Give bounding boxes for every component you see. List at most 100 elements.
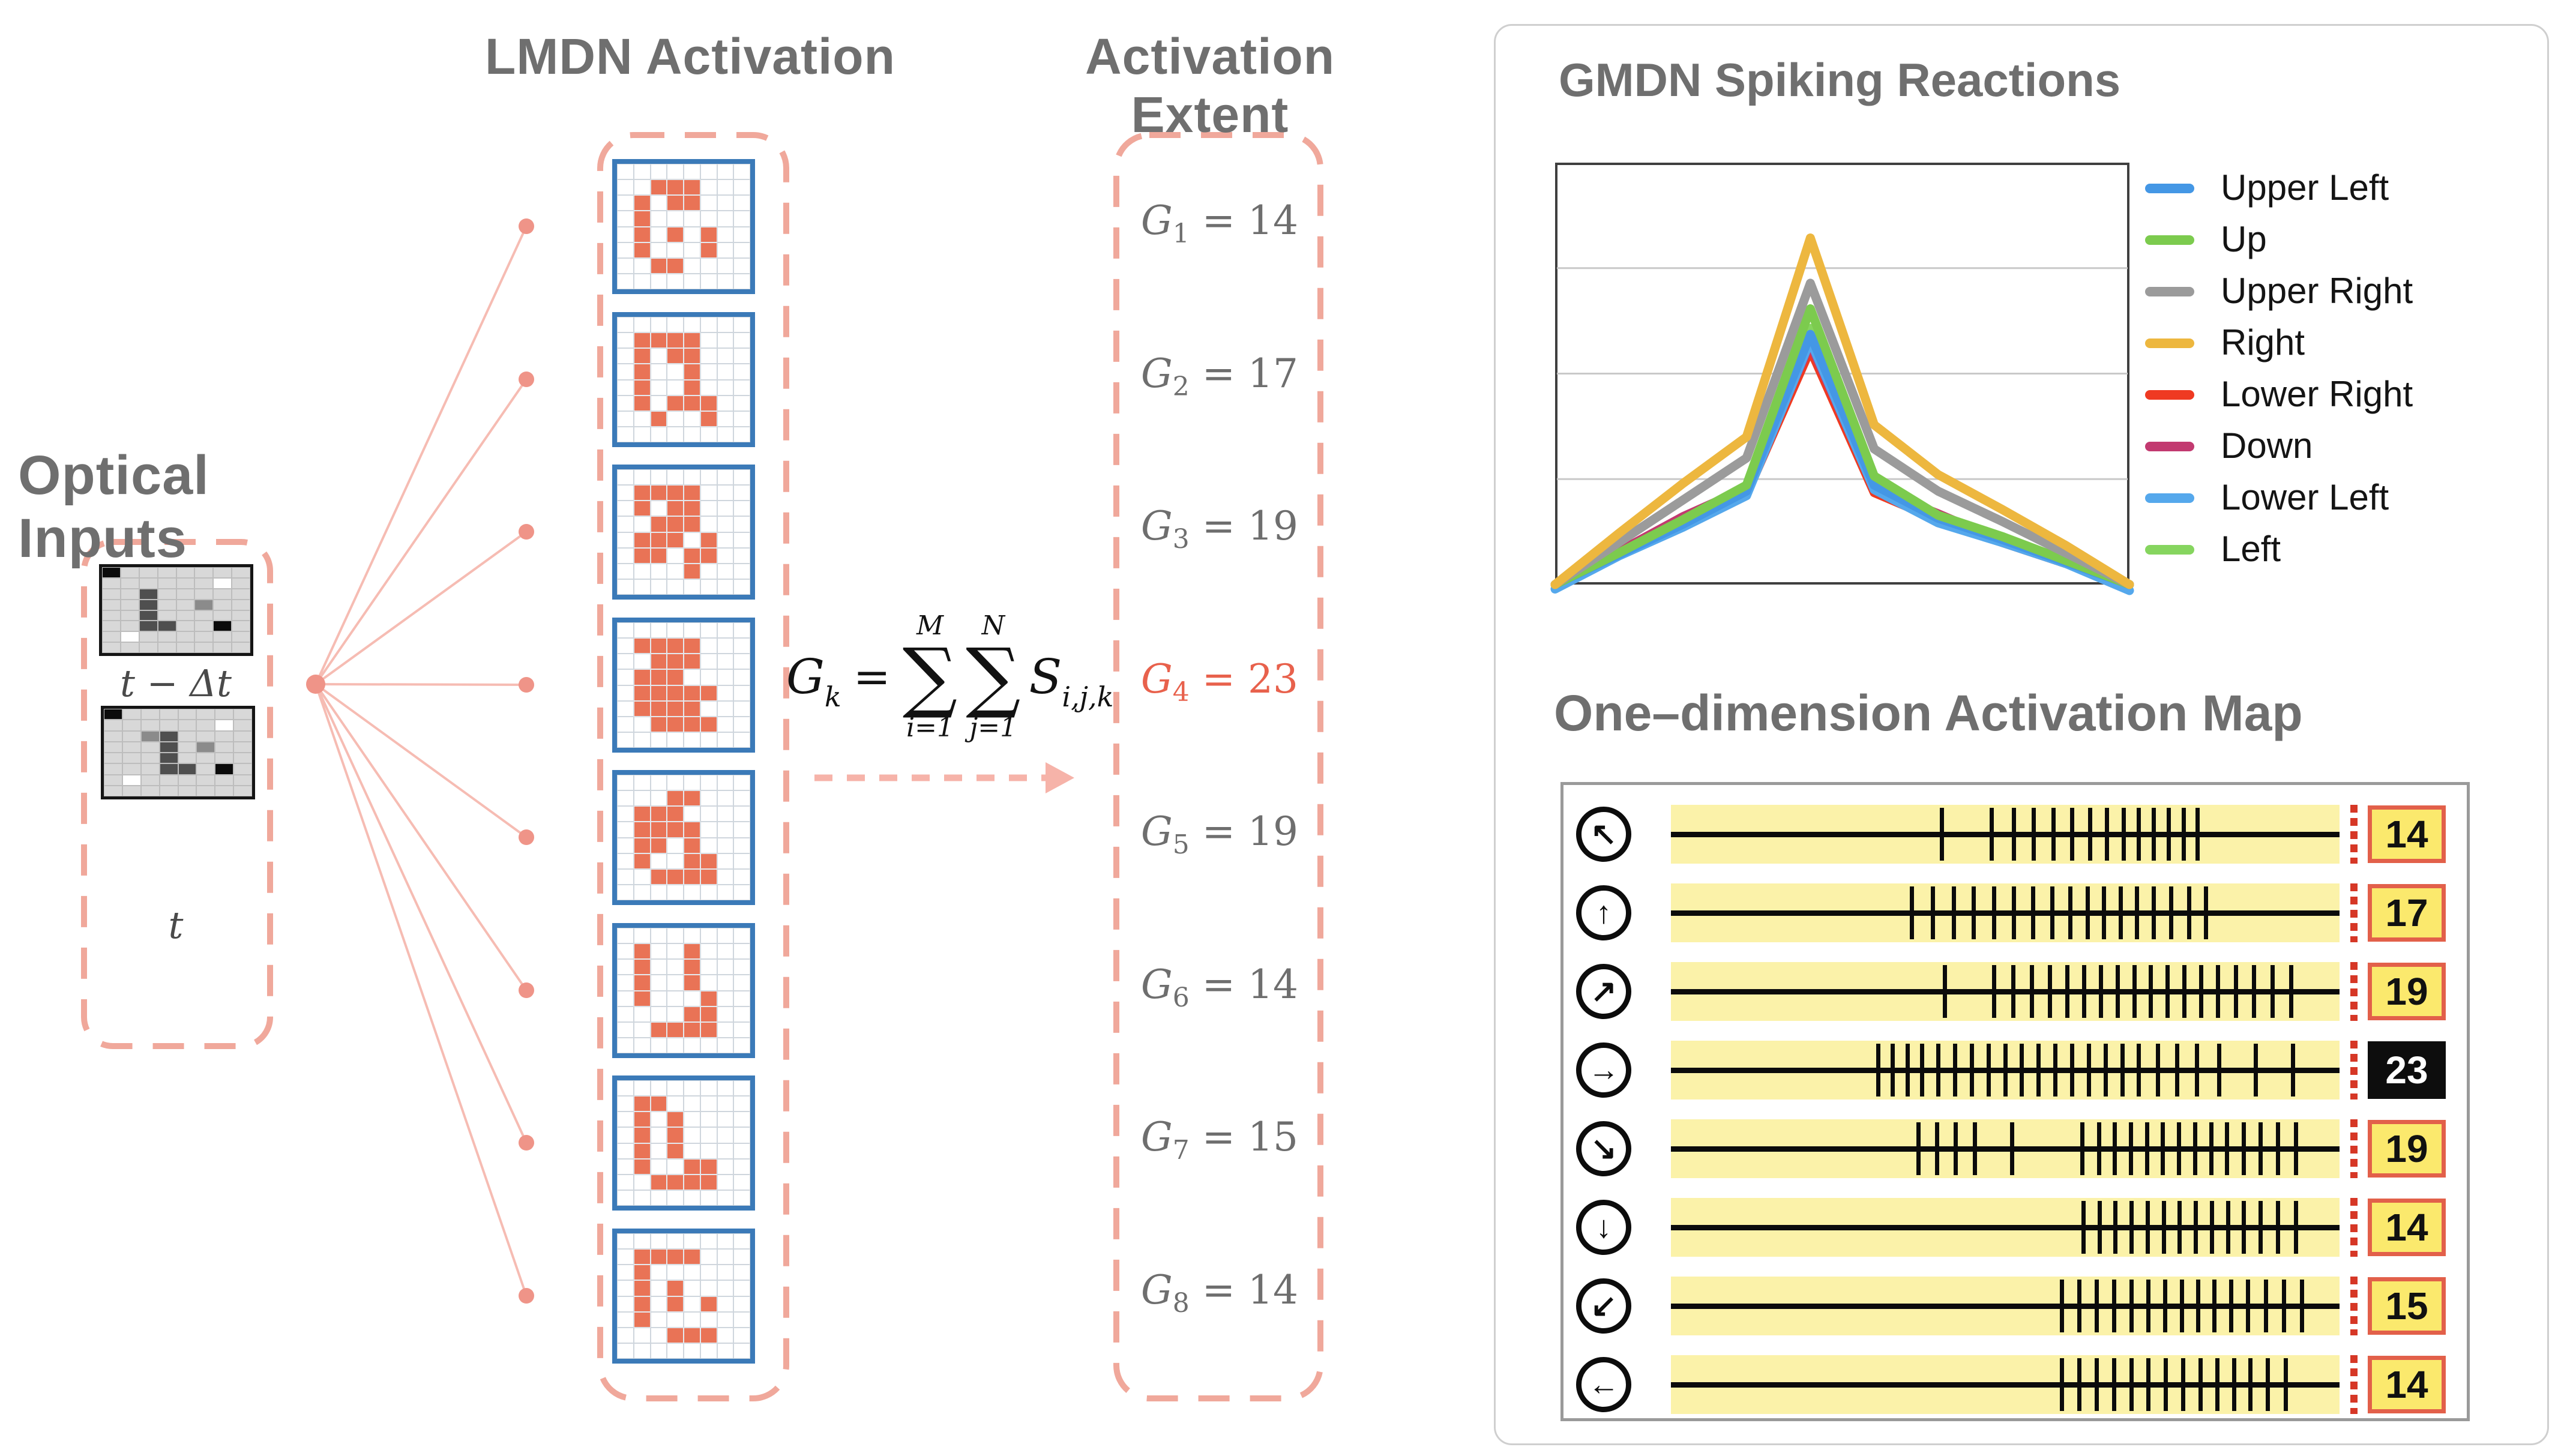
grid-cell [667,654,684,670]
grid-cell [700,1249,717,1265]
red-dash-separator [2350,1355,2358,1414]
grid-cell [700,179,717,196]
spike-tick [1969,1044,1974,1097]
grid-cell [617,579,634,595]
grid-cell [178,753,197,764]
chart-line-right [1550,233,2134,589]
grid-cell [733,716,750,732]
grid-cell [650,716,667,732]
direction-icon-right: → [1576,1042,1631,1098]
grid-cell [633,638,651,654]
grid-cell [617,1280,634,1296]
grid-cell [650,1343,667,1359]
grid-cell [650,822,667,838]
grid-cell [700,395,717,411]
grid-cell [633,332,651,349]
spike-band-right [1671,1041,2340,1100]
spike-tick [2036,1044,2041,1097]
spike-tick [2182,965,2187,1018]
grid-cell [700,853,717,869]
grid-cell [617,1174,634,1190]
legend-swatch-upper-right [2145,287,2194,296]
band-centerline [1671,1146,2340,1152]
grid-cell [717,379,734,396]
grid-cell [717,822,734,838]
grid-cell [733,1080,750,1097]
grid-cell [717,273,734,289]
grid-cell [667,1233,684,1250]
gmdn-chart-title: GMDN Spiking Reactions [1559,53,2121,106]
grid-cell [733,563,750,579]
spike-tick [2051,808,2056,861]
grid-cell [617,959,634,975]
grid-cell [650,348,667,364]
grid-cell [215,763,234,775]
extent-value-G8: G8 = 14 [1141,1267,1298,1319]
grid-cell [650,1143,667,1159]
grid-cell [733,547,750,564]
grid-cell [700,164,717,180]
grid-cell [667,622,684,639]
grid-cell [633,1265,651,1281]
grid-cell [717,426,734,442]
spike-tick [2069,808,2074,861]
spike-tick [1973,1122,1978,1175]
grid-cell [633,669,651,685]
grid-cell [700,1096,717,1112]
spike-tick [1986,1044,1991,1097]
grid-cell [717,700,734,717]
grid-cell [102,610,121,621]
grid-cell [667,700,684,717]
grid-cell [233,709,252,720]
grid-cell [633,1280,651,1296]
grid-cell [684,1343,700,1359]
grid-cell [617,242,634,258]
grid-cell [650,563,667,579]
grid-cell [102,621,121,632]
grid-cell [717,1143,734,1159]
legend-swatch-lower-right [2145,390,2194,400]
grid-cell [733,257,750,274]
grid-cell [232,642,250,653]
grid-cell [633,822,651,838]
grid-cell [139,642,158,653]
grid-cell [215,720,234,731]
spike-tick [2155,1044,2160,1097]
grid-cell [667,1080,684,1097]
grid-cell [650,164,667,180]
band-centerline [1671,910,2340,916]
grid-cell [650,990,667,1006]
spike-tick [1936,1044,1941,1097]
grid-cell [684,1037,700,1053]
grid-cell [667,822,684,838]
grid-cell [717,1080,734,1097]
spike-tick [1905,1044,1910,1097]
spike-tick [2195,1044,2200,1097]
spike-tick [2165,965,2170,1018]
grid-cell [684,884,700,900]
grid-cell [684,1096,700,1112]
grid-cell [733,790,750,807]
grid-cell [684,379,700,396]
grid-cell [700,257,717,274]
spike-tick [2135,886,2139,939]
spike-tick [2031,886,2036,939]
grid-cell [633,242,651,258]
grid-cell [140,785,160,796]
grid-cell [700,501,717,517]
grid-cell [617,395,634,411]
red-dash-separator [2350,962,2358,1021]
legend-swatch-left [2145,545,2194,555]
grid-cell [617,669,634,685]
spike-tick [2098,965,2103,1018]
grid-cell [684,928,700,944]
spike-tick [2290,1044,2295,1097]
grid-cell [733,195,750,211]
grid-cell [700,1311,717,1328]
grid-cell [650,211,667,227]
fan-line [314,226,528,685]
grid-cell [733,700,750,717]
grid-cell [120,599,139,610]
grid-cell [650,1280,667,1296]
